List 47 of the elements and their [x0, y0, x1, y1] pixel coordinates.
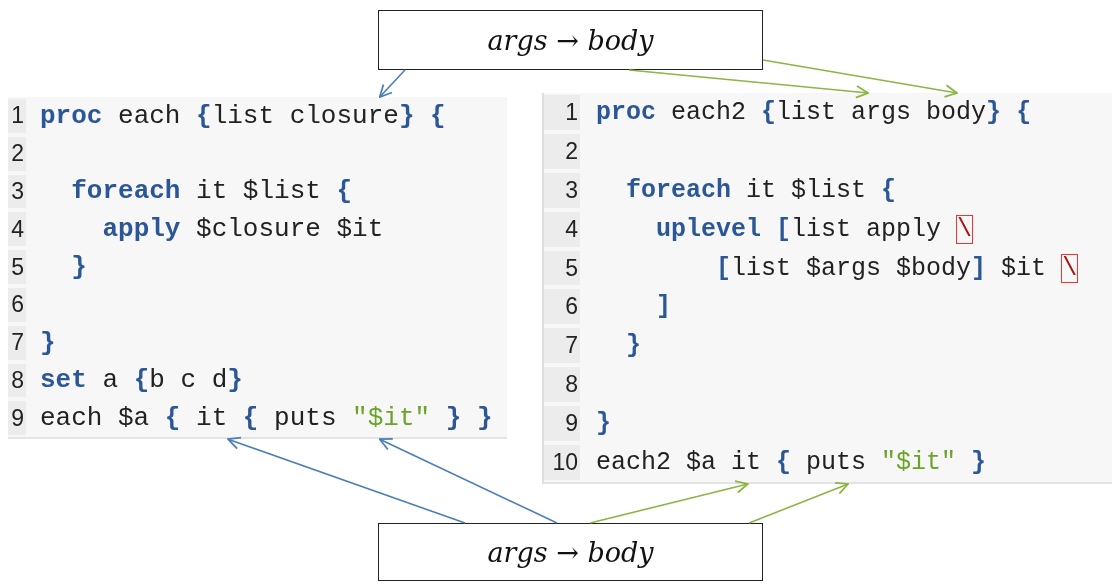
- code-line: }: [625, 331, 642, 361]
- annotation-box: [378, 10, 763, 70]
- code-panel: [542, 93, 1112, 484]
- arrow: [628, 69, 869, 99]
- line-number: 7: [544, 328, 580, 364]
- line-number: 3: [8, 174, 26, 209]
- code-line: foreach it $list {: [70, 176, 353, 207]
- code-line: set a {b c d}: [40, 365, 243, 396]
- arrow: [227, 436, 466, 524]
- line-number: 1: [544, 95, 580, 130]
- code-line: }: [596, 409, 611, 439]
- arrow: [762, 59, 958, 98]
- line-number: 6: [544, 289, 580, 325]
- line-number: 8: [544, 367, 580, 403]
- line-number: 8: [8, 363, 26, 398]
- code-line: foreach it $list {: [625, 175, 897, 205]
- line-number: 6: [8, 288, 26, 322]
- line-number: 7: [8, 325, 26, 360]
- code-panel: [8, 97, 507, 440]
- code-line: proc each2 {list args body} {: [596, 97, 1032, 127]
- arrow: [589, 480, 749, 524]
- arrow: [378, 69, 406, 98]
- annotation-text: args → body: [487, 536, 654, 568]
- line-number: 9: [8, 401, 26, 436]
- annotation-box: [378, 523, 763, 581]
- line-number: 3: [544, 172, 580, 208]
- line-number: 1: [8, 99, 26, 133]
- code-line: }: [40, 327, 56, 358]
- line-number: 5: [8, 250, 26, 284]
- code-line: proc each {list closure} {: [40, 100, 446, 131]
- code-line: uplevel [list apply \: [655, 214, 974, 244]
- code-line: each2 $a it { puts "$it" }: [596, 447, 987, 477]
- code-line: ]: [655, 292, 672, 322]
- line-number: 2: [544, 133, 580, 169]
- code-line: apply $closure $it: [101, 214, 384, 245]
- line-number: 10: [544, 445, 580, 480]
- line-number: 2: [8, 136, 26, 171]
- line-number: 5: [544, 250, 580, 286]
- line-number: 4: [544, 211, 580, 247]
- code-line: each $a { it { puts "$it" } }: [40, 403, 493, 434]
- code-line: [list $args $body] $it \: [715, 253, 1079, 283]
- annotation-text: args → body: [487, 24, 654, 56]
- arrow: [748, 482, 849, 524]
- line-number: 9: [544, 406, 580, 441]
- arrow: [378, 438, 558, 524]
- code-line: }: [70, 252, 87, 283]
- line-number: 4: [8, 212, 26, 247]
